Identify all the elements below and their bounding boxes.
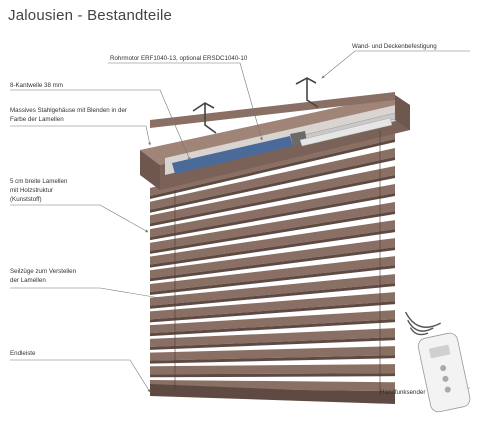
mounting-bracket-left <box>192 102 217 134</box>
label-endbar: Endleiste <box>10 350 36 357</box>
slat-stack <box>150 130 395 395</box>
remote-button-stop <box>442 375 449 382</box>
slat-edge <box>150 265 395 295</box>
tube-motor <box>172 136 293 174</box>
slat <box>150 220 395 265</box>
label-remote: Handfunksender <box>380 389 426 396</box>
label-slats-3: (Kunststoff) <box>10 196 42 203</box>
slat-edge <box>150 319 395 337</box>
slat-edge <box>150 337 395 350</box>
remote-display <box>428 344 451 359</box>
label-wall-mount: Wand- und Deckenbefestigung <box>352 43 437 50</box>
leader-wall-mount <box>321 50 470 79</box>
slat-edge <box>150 193 395 241</box>
end-bar <box>150 384 395 404</box>
remote-button-up <box>440 365 447 372</box>
leader-endbar <box>10 359 151 393</box>
slat-edge <box>150 301 395 323</box>
mounting-bracket-right <box>295 77 319 108</box>
housing-end-cap <box>140 150 160 190</box>
leader-housing <box>10 125 151 146</box>
slat-edge <box>150 373 395 378</box>
slat <box>150 256 395 292</box>
shaft-bearing <box>299 117 393 147</box>
slat <box>150 202 395 251</box>
label-motor: Rohrmotor ERF1040-13, optional ERSDC1040… <box>110 55 248 62</box>
slat-edge <box>150 283 395 309</box>
slat <box>150 328 395 347</box>
leader-lines <box>10 50 470 393</box>
remote-button-down <box>444 386 451 393</box>
slat-edge <box>150 247 395 282</box>
slat-edge <box>150 175 395 227</box>
label-housing-2: Farbe der Lamellen <box>10 116 64 123</box>
label-shaft: 8-Kantwelle 38 mm <box>10 82 63 89</box>
slat-edge <box>150 355 395 364</box>
leader-slats <box>10 204 149 233</box>
label-housing-1: Massives Stahlgehäuse mit Blenden in der <box>10 107 127 114</box>
housing-end-cap-right <box>395 95 410 130</box>
label-slats-1: 5 cm breite Lamellen <box>10 178 68 185</box>
slat <box>150 292 395 320</box>
remote-body <box>417 332 471 413</box>
slat-edge <box>150 139 395 199</box>
slat <box>150 166 395 224</box>
slat-edge <box>150 229 395 268</box>
slat <box>150 346 395 361</box>
slat-edge <box>150 211 395 254</box>
leader-shaft <box>10 89 191 161</box>
slat <box>150 274 395 306</box>
slat-edge <box>150 157 395 213</box>
slat <box>150 238 395 279</box>
slat <box>150 184 395 238</box>
label-slats-2: mit Holzstruktur <box>10 187 53 194</box>
housing-back <box>150 92 395 128</box>
radio-wave-icon <box>404 311 442 336</box>
page-title: Jalousien - Bestandteile <box>8 7 173 24</box>
leader-motor <box>108 62 263 141</box>
remote-control <box>404 311 471 413</box>
housing-top <box>140 95 410 165</box>
label-cords-2: der Lamellen <box>10 277 46 284</box>
leader-cords <box>10 287 173 302</box>
label-cords-1: Seilzüge zum Verstellen <box>10 268 77 275</box>
slat <box>150 310 395 334</box>
slat <box>150 148 395 210</box>
slat <box>150 364 395 375</box>
